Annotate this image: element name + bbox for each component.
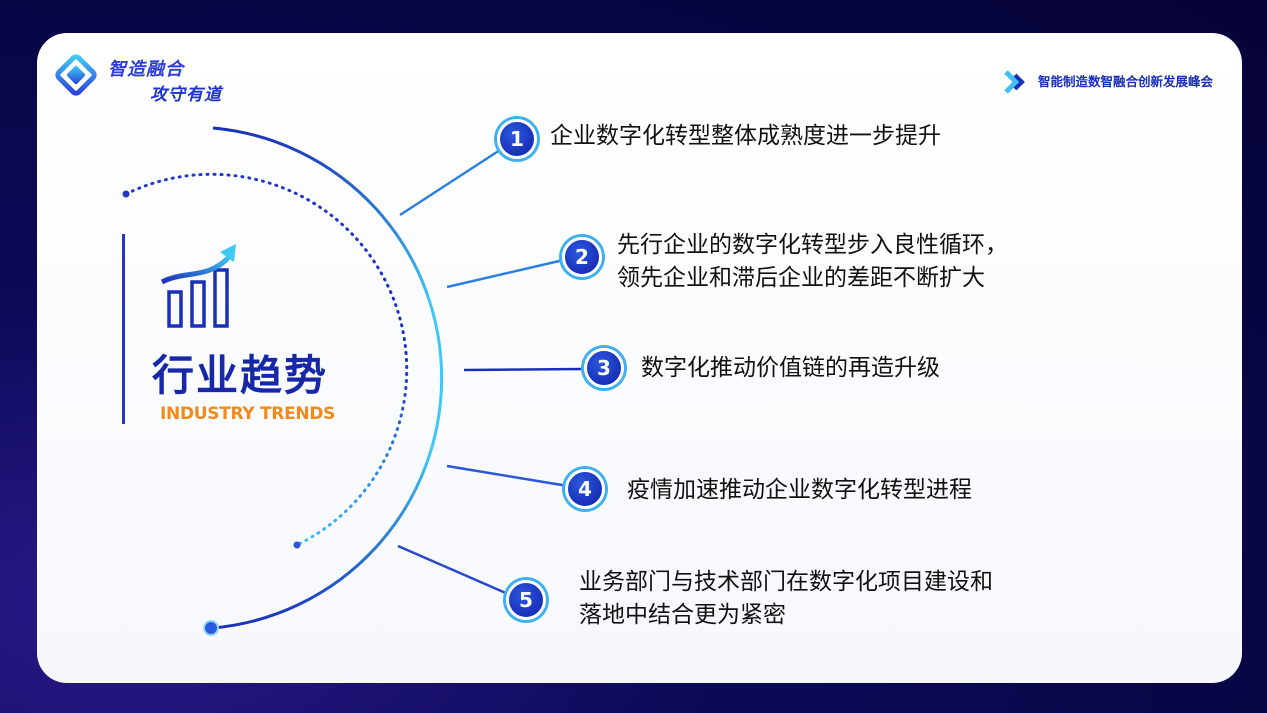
slide-card: [37, 33, 1242, 683]
brand-line-1: 智造融合: [108, 59, 184, 80]
chevron-right-icon: [1004, 70, 1025, 94]
connector-1: [399, 148, 501, 217]
item-5-number-badge: 5: [506, 580, 546, 620]
outer-arc: [212, 126, 444, 630]
section-title-en: INDUSTRY TRENDS: [160, 404, 336, 424]
item-2-number-badge: 2: [562, 237, 602, 277]
trend-arrow-chart-icon: [160, 244, 236, 328]
item-3-number-badge: 3: [584, 348, 624, 388]
item-5-line-1: 业务部门与技术部门在数字化项目建设和: [579, 569, 993, 595]
item-3-text: 数字化推动价值链的再造升级: [641, 352, 940, 385]
section-title-cn: 行业趋势: [152, 351, 329, 400]
item-4-text: 疫情加速推动企业数字化转型进程: [627, 474, 972, 507]
item-5-line-2: 落地中结合更为紧密: [579, 602, 786, 628]
connector-2: [446, 257, 569, 289]
brand-line-2: 攻守有道: [150, 85, 222, 105]
item-2-line-2: 领先企业和滞后企业的差距不断扩大: [617, 265, 985, 291]
connector-3: [463, 367, 585, 372]
logo-diamond-icon: [55, 54, 97, 96]
item-2-text: 先行企业的数字化转型步入良性循环， 领先企业和滞后企业的差距不断扩大: [617, 229, 1008, 295]
item-4-number-badge: 4: [565, 469, 605, 509]
item-4-line-1: 疫情加速推动企业数字化转型进程: [627, 477, 972, 503]
title-accent-bar: [122, 234, 125, 424]
dotted-arc-start-dot: [122, 190, 130, 198]
item-1-line-1: 企业数字化转型整体成熟度进一步提升: [550, 123, 941, 149]
header-divider: [255, 72, 1000, 80]
connector-4: [446, 464, 569, 488]
item-5-text: 业务部门与技术部门在数字化项目建设和 落地中结合更为紧密: [579, 566, 993, 632]
summit-title: 智能制造数智融合创新发展峰会: [1038, 74, 1214, 89]
outer-arc-end-dot: [203, 620, 219, 636]
item-1-text: 企业数字化转型整体成熟度进一步提升: [550, 120, 941, 153]
dotted-arc: [124, 172, 409, 547]
dotted-arc-end-dot: [293, 541, 301, 549]
item-3-line-1: 数字化推动价值链的再造升级: [641, 355, 940, 381]
item-1-number-badge: 1: [497, 119, 537, 159]
item-2-line-1: 先行企业的数字化转型步入良性循环，: [617, 232, 1008, 258]
connector-5: [397, 544, 509, 596]
